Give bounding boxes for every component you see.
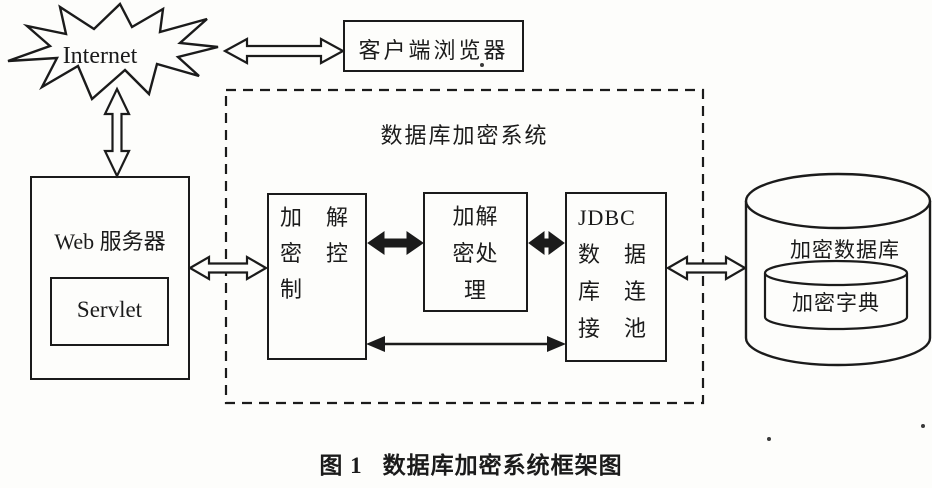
encryption-system-title: 数据库加密系统	[380, 123, 549, 148]
jdbc-box	[565, 192, 667, 362]
database-label: 加密数据库	[790, 238, 900, 262]
figure-caption-number: 图 1	[319, 453, 363, 478]
scan-speck	[921, 424, 925, 428]
arrow-control-process	[367, 231, 424, 255]
control-box	[267, 193, 367, 360]
servlet-box	[50, 277, 169, 346]
arrow-internet-webserver	[103, 86, 131, 179]
arrow-process-jdbc	[528, 231, 565, 255]
figure-caption-text: 数据库加密系统框架图	[382, 453, 623, 478]
arrow-jdbc-database	[665, 255, 748, 281]
internet-starburst-shape	[7, 2, 219, 101]
arrow-webserver-control	[187, 255, 269, 281]
process-box	[423, 192, 528, 312]
figure-caption: 图 1 数据库加密系统框架图	[236, 446, 706, 480]
servlet-label: Servlet	[76, 297, 143, 322]
client-browser-box	[343, 20, 524, 72]
dictionary-cylinder	[763, 259, 909, 331]
arrow-control-jdbc-bottom	[366, 336, 566, 352]
client-browser-label: 客户端浏览器	[358, 38, 509, 63]
web-server-label: Web 服务器	[54, 229, 166, 254]
web-server-box	[30, 176, 190, 380]
process-box-label: 加解 密处 理	[452, 204, 499, 303]
internet-label: Internet	[62, 43, 138, 69]
scan-speck	[480, 63, 484, 67]
control-box-label: 加 解 密 控 制	[280, 205, 350, 302]
scan-speck	[767, 437, 771, 441]
arrow-internet-browser	[222, 37, 346, 65]
dictionary-label: 加密字典	[792, 291, 880, 315]
jdbc-box-label: JDBC 数 据 库 连 接 池	[578, 205, 648, 341]
encryption-system-dashed-border	[224, 88, 705, 405]
